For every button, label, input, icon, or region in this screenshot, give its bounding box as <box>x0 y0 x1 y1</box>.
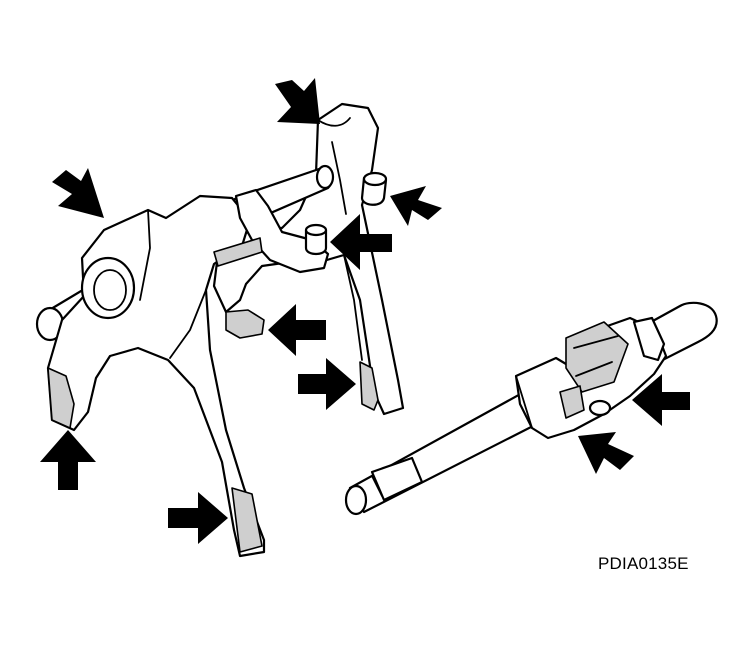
indicator-arrows <box>40 78 690 544</box>
arrow-marker <box>52 168 104 218</box>
arrow-marker <box>168 492 228 544</box>
arrow-marker <box>268 304 326 356</box>
arrow-marker <box>275 78 320 124</box>
figure-code-label: PDIA0135E <box>598 554 689 573</box>
shift-fork-bracket <box>213 171 388 274</box>
shift-shaft <box>344 301 718 516</box>
arrow-marker <box>298 358 356 410</box>
arrow-marker <box>330 214 392 270</box>
arrow-marker <box>578 432 634 474</box>
arrow-marker <box>390 186 442 226</box>
arrow-marker <box>40 430 96 490</box>
arrow-marker <box>632 374 690 426</box>
